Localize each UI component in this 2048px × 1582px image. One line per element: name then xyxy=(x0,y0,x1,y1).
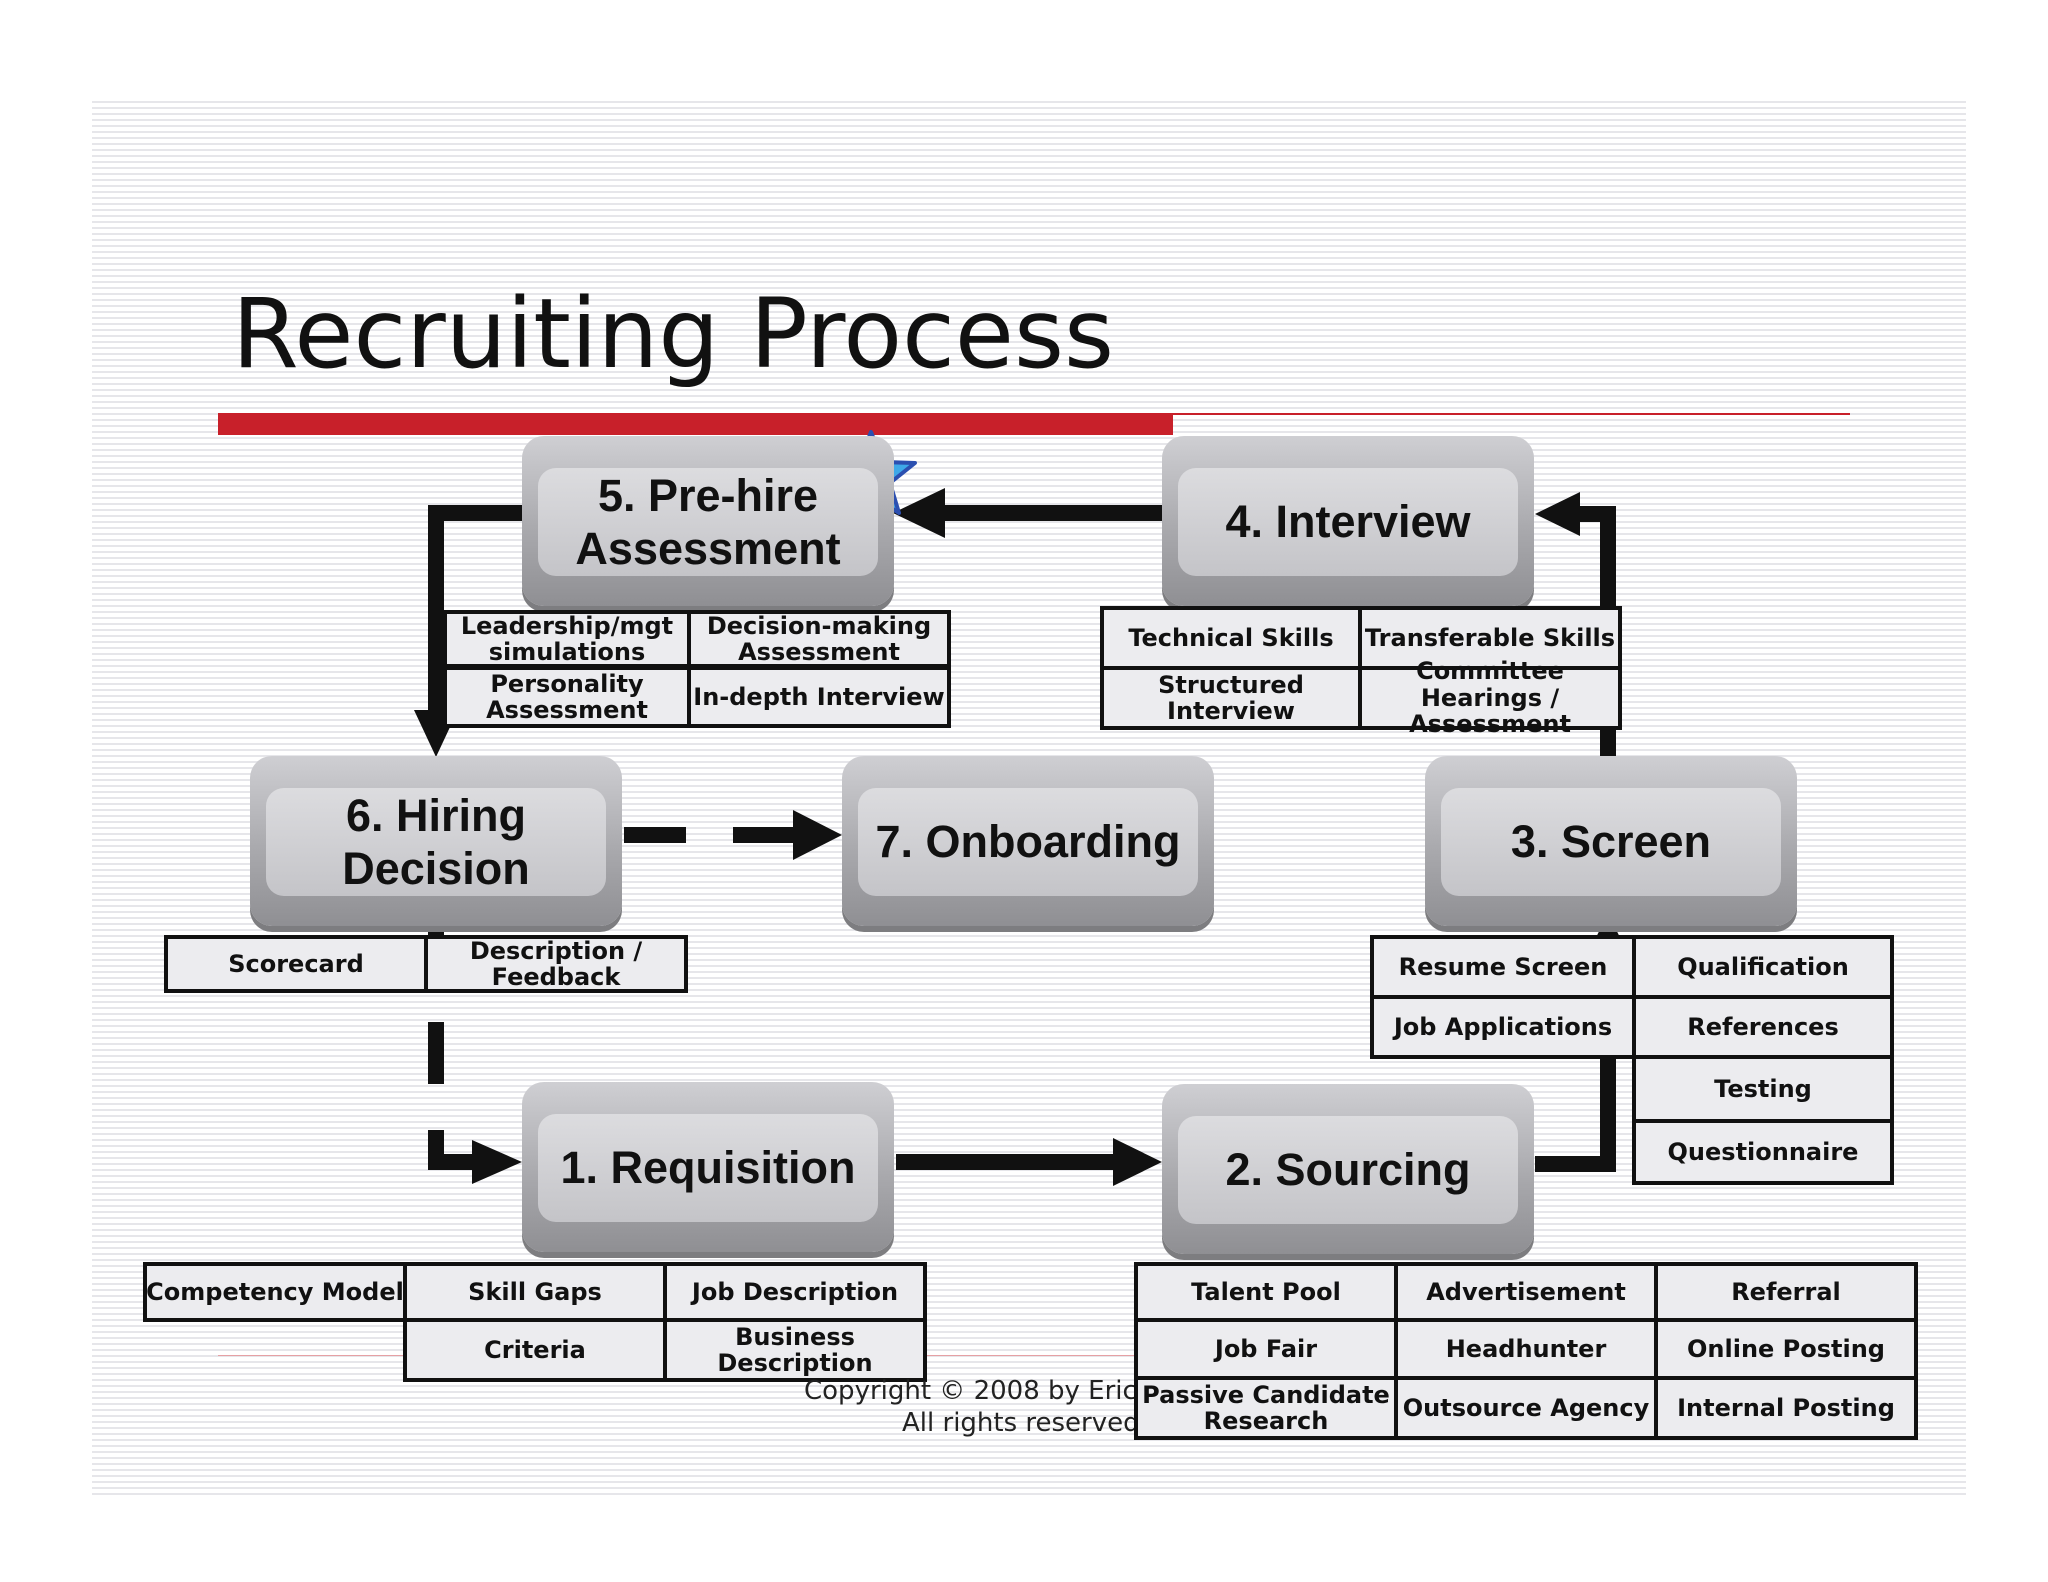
node-interview-label: 4. Interview xyxy=(1225,496,1471,548)
node-prehire-line1: 5. Pre-hire xyxy=(597,469,819,521)
screen-item-testing: Testing xyxy=(1632,1055,1894,1123)
sourcing-item-outsource-agency: Outsource Agency xyxy=(1394,1376,1658,1440)
prehire-item-personality: Personality Assessment xyxy=(443,666,691,728)
hiring-item-scorecard: Scorecard xyxy=(164,935,428,993)
arrow-interview-to-prehire xyxy=(930,505,1166,521)
sourcing-item-referral: Referral xyxy=(1654,1262,1918,1322)
interview-item-transferable-skills: Transferable Skills xyxy=(1358,606,1622,670)
hiring-item-description-feedback: Description / Feedback xyxy=(424,935,688,993)
arrow-requisition-to-sourcing xyxy=(896,1154,1118,1170)
requisition-item-business-description: Business Description xyxy=(663,1318,927,1382)
sourcing-item-internal-posting: Internal Posting xyxy=(1654,1376,1918,1440)
title-accent-line xyxy=(1173,413,1850,415)
sourcing-item-talent-pool: Talent Pool xyxy=(1134,1262,1398,1322)
prehire-item-indepth-interview: In-depth Interview xyxy=(687,666,951,728)
screen-item-questionnaire: Questionnaire xyxy=(1632,1119,1894,1185)
arrow-sourcing-to-screen-horizontal xyxy=(1535,1156,1616,1172)
arrow-prehire-to-hiring-vertical xyxy=(428,505,444,717)
sourcing-item-headhunter: Headhunter xyxy=(1394,1318,1658,1380)
screen-item-job-applications: Job Applications xyxy=(1370,995,1636,1059)
arrowhead-onboarding xyxy=(793,810,842,860)
node-onboarding-label: 7. Onboarding xyxy=(875,816,1181,868)
arrowhead-prehire xyxy=(893,488,945,538)
dash-hiring-requisition-4 xyxy=(428,1154,472,1170)
interview-item-technical-skills: Technical Skills xyxy=(1100,606,1362,670)
screen-item-qualification: Qualification xyxy=(1632,935,1894,999)
copyright-line1: Copyright © 2008 by Eric xyxy=(804,1376,1137,1406)
screen-item-references: References xyxy=(1632,995,1894,1059)
dash-hiring-onboarding-2 xyxy=(733,827,793,843)
arrow-screen-to-interview-horizontal xyxy=(1570,506,1616,522)
dash-hiring-onboarding-1 xyxy=(624,827,686,843)
screen-item-resume-screen: Resume Screen xyxy=(1370,935,1636,999)
sourcing-item-passive-candidate-research: Passive Candidate Research xyxy=(1134,1376,1398,1440)
copyright-line2: All rights reserved xyxy=(902,1408,1140,1438)
arrowhead-interview xyxy=(1535,492,1580,536)
node-hiring-line1: 6. Hiring xyxy=(345,789,527,841)
node-sourcing-label: 2. Sourcing xyxy=(1225,1144,1471,1196)
prehire-item-decision-making: Decision-making Assessment xyxy=(687,610,951,668)
prehire-item-leadership: Leadership/mgt simulations xyxy=(443,610,691,668)
arrowhead-requisition xyxy=(472,1140,522,1184)
requisition-item-skill-gaps: Skill Gaps xyxy=(403,1262,667,1322)
sourcing-item-advertisement: Advertisement xyxy=(1394,1262,1658,1322)
arrow-prehire-to-hiring-horizontal xyxy=(428,505,524,521)
interview-item-structured-interview: Structured Interview xyxy=(1100,666,1362,730)
node-prehire-line2: Assessment xyxy=(575,523,841,574)
footer-accent-line xyxy=(218,1355,1850,1356)
arrowhead-sourcing xyxy=(1113,1138,1162,1186)
node-screen: 3. Screen xyxy=(1425,756,1797,926)
title-accent-bar xyxy=(218,413,1173,435)
node-requisition: 1. Requisition xyxy=(522,1082,894,1252)
node-requisition-label: 1. Requisition xyxy=(560,1142,856,1194)
requisition-item-job-description: Job Description xyxy=(663,1262,927,1322)
dash-hiring-requisition-2 xyxy=(428,1022,444,1084)
node-hiring-line2: Decision xyxy=(342,843,530,894)
interview-item-committee-hearings: Committee Hearings / Assessment xyxy=(1358,658,1622,737)
page-title: Recruiting Process xyxy=(232,278,1114,390)
node-screen-label: 3. Screen xyxy=(1510,816,1712,868)
node-onboarding: 7. Onboarding xyxy=(842,756,1214,926)
requisition-item-criteria: Criteria xyxy=(403,1318,667,1382)
node-interview: 4. Interview xyxy=(1162,436,1534,606)
requisition-item-competency-model: Competency Model xyxy=(143,1262,407,1322)
sourcing-item-job-fair: Job Fair xyxy=(1134,1318,1398,1380)
node-sourcing: 2. Sourcing xyxy=(1162,1084,1534,1254)
sourcing-item-online-posting: Online Posting xyxy=(1654,1318,1918,1380)
